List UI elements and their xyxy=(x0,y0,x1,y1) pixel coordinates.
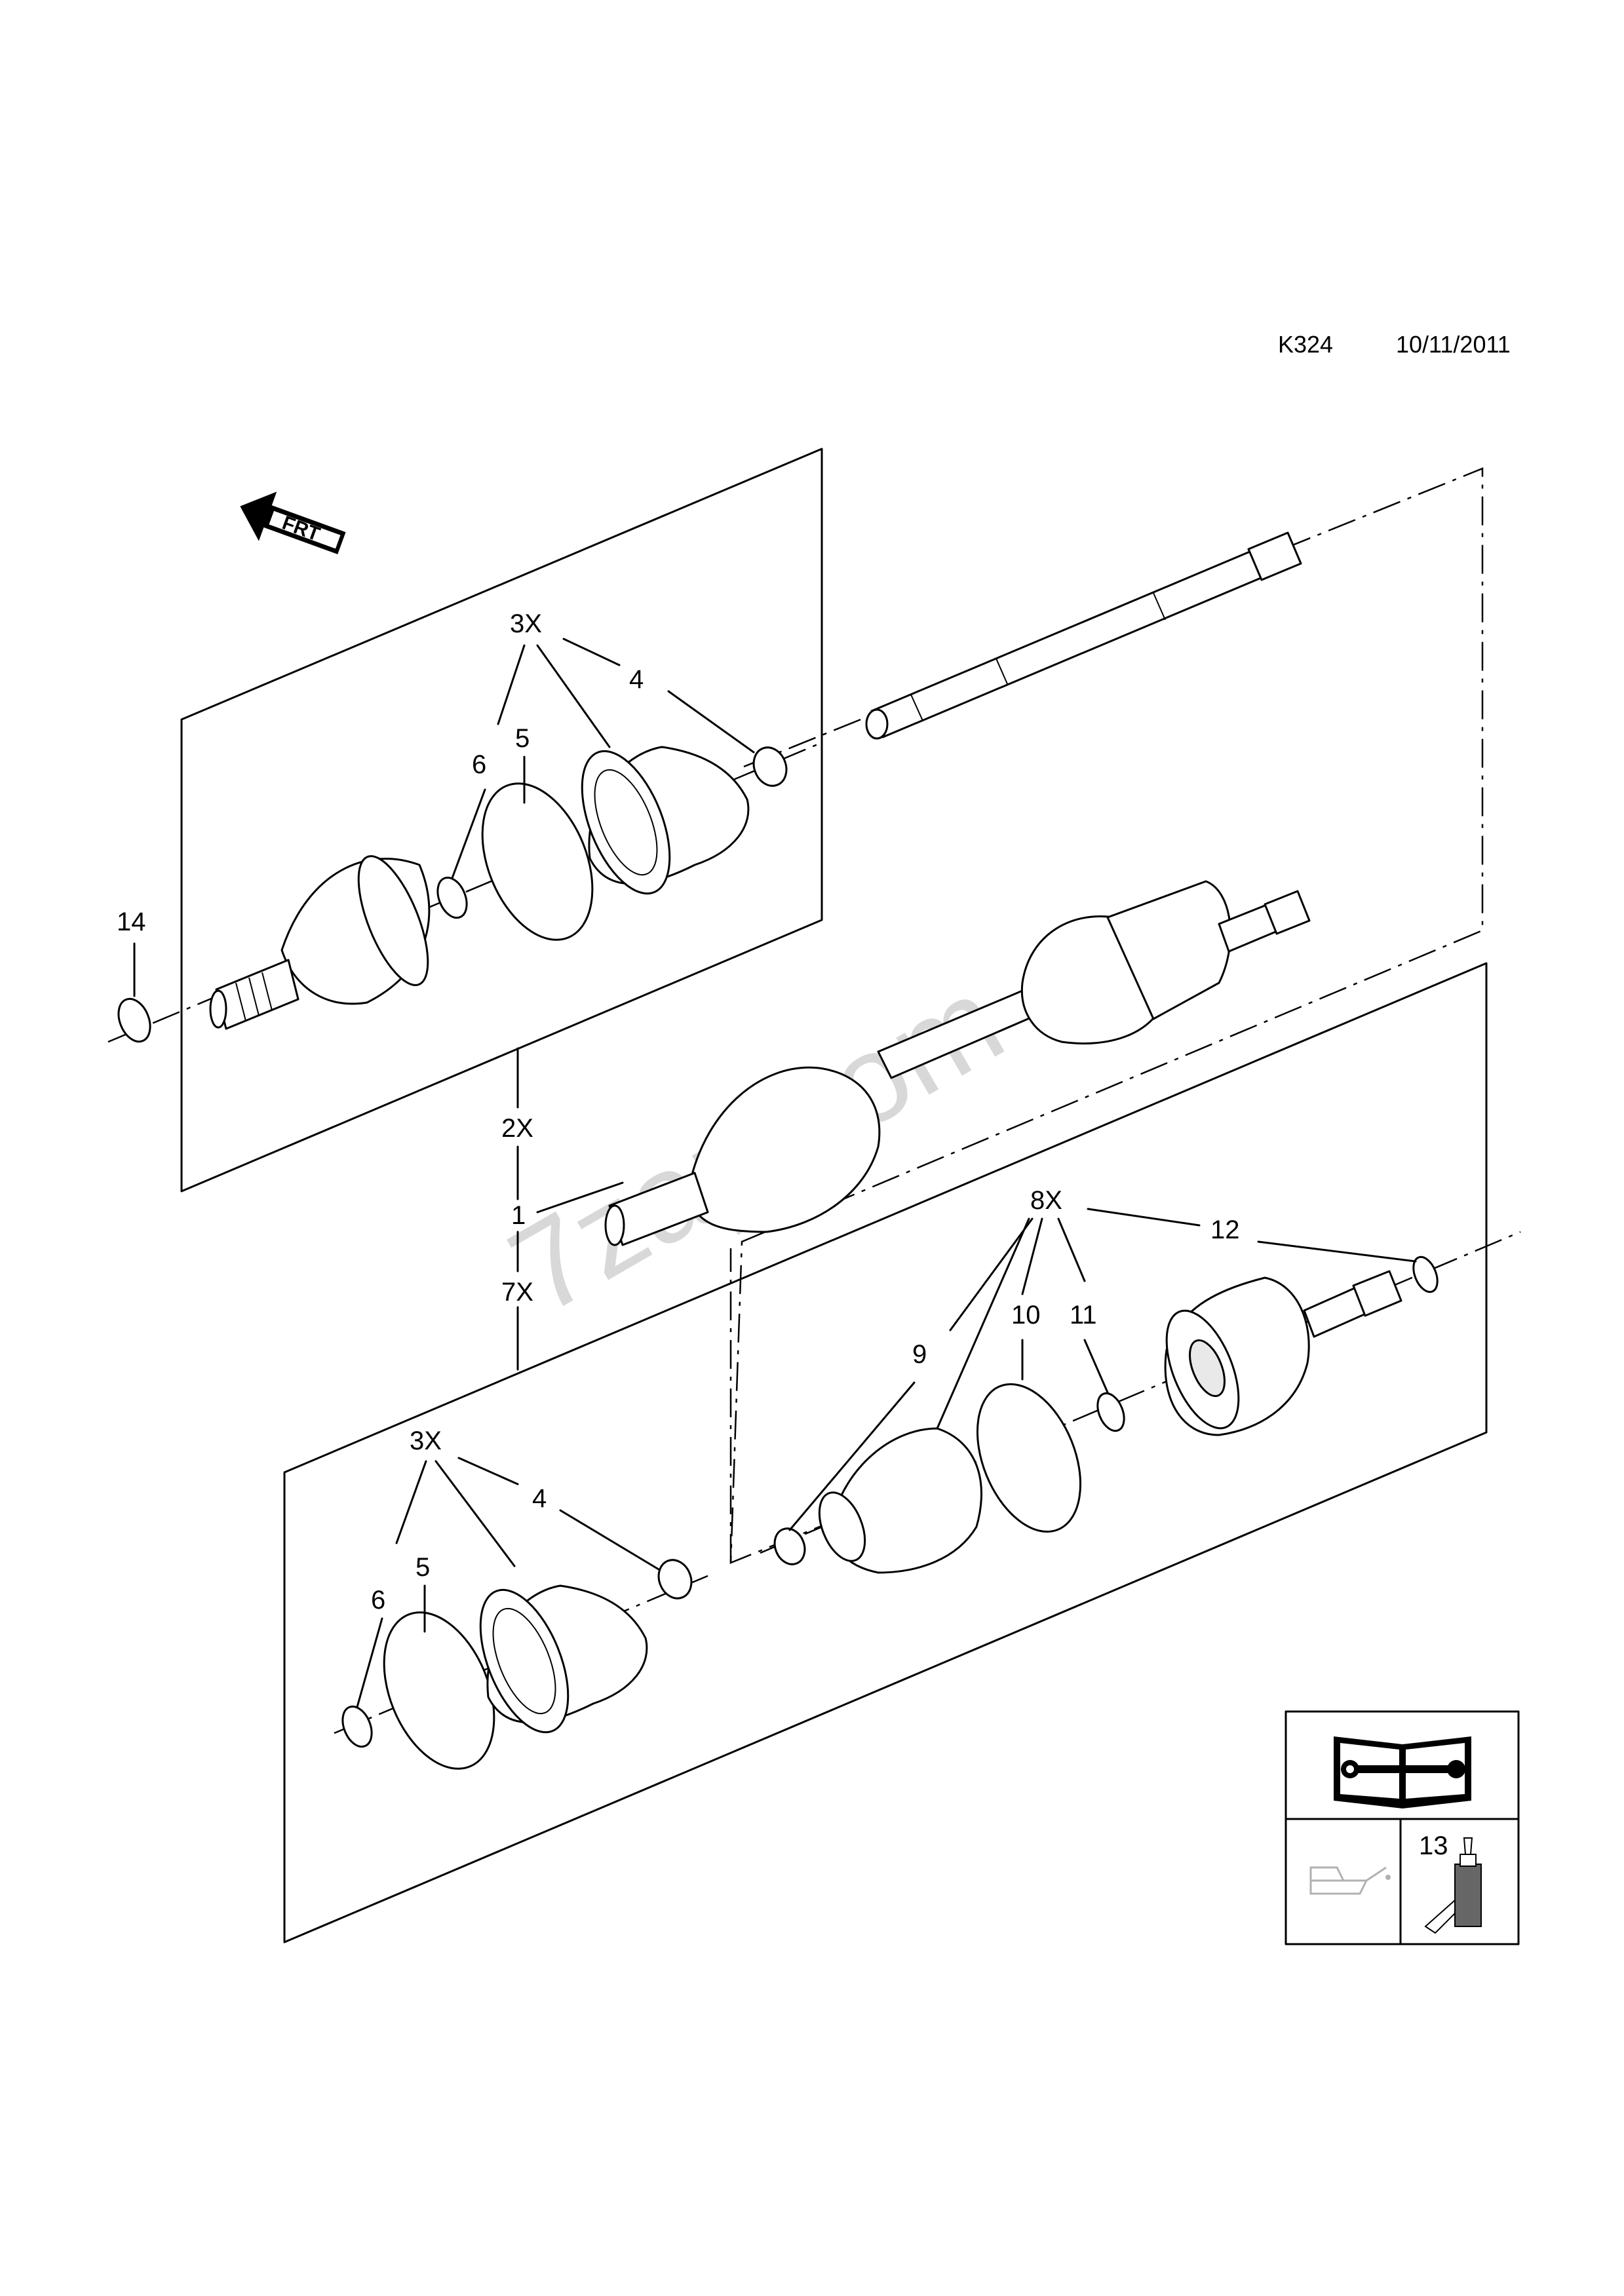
diagram-code: K324 xyxy=(1278,331,1333,358)
callout-3x-lower: 3X xyxy=(410,1426,442,1455)
clamp-5-lower xyxy=(383,1611,495,1770)
band-9 xyxy=(773,1527,806,1565)
callout-6-lower: 6 xyxy=(371,1586,385,1615)
diagram-date: 10/11/2011 xyxy=(1396,331,1511,358)
circlip-6-upper xyxy=(436,876,468,919)
callout-2x: 2X xyxy=(501,1114,533,1143)
lower-kit-panel xyxy=(283,962,1488,1943)
snap-ring-14 xyxy=(117,997,151,1043)
band-3x-lower xyxy=(657,1559,693,1599)
callout-7x: 7X xyxy=(501,1278,533,1307)
outer-cv-joint xyxy=(209,855,431,1030)
shaft-region-outline xyxy=(729,467,1484,1564)
callout-11: 11 xyxy=(1070,1301,1097,1330)
drive-shaft-assembly xyxy=(604,880,1311,1246)
callout-6-upper: 6 xyxy=(472,750,486,779)
callout-5-upper: 5 xyxy=(515,724,530,753)
snap-ring-12 xyxy=(1412,1255,1439,1293)
callout-9: 9 xyxy=(912,1340,927,1369)
inner-cv-joint xyxy=(1164,1270,1402,1436)
band-3x-upper xyxy=(752,746,788,787)
clamp-10 xyxy=(976,1383,1082,1533)
circlip-6-lower xyxy=(341,1705,373,1748)
callout-4-lower: 4 xyxy=(532,1484,547,1513)
callout-12: 12 xyxy=(1210,1215,1240,1244)
repair-manual-icon xyxy=(1334,1736,1471,1808)
callout-5-lower: 5 xyxy=(416,1553,430,1582)
boot-8x-inner xyxy=(818,1427,982,1574)
callout-14: 14 xyxy=(117,908,146,936)
callout-8x: 8X xyxy=(1030,1186,1062,1215)
clamp-5-upper xyxy=(481,782,594,941)
oil-can-icon xyxy=(1309,1866,1391,1895)
callout-10: 10 xyxy=(1011,1301,1041,1330)
callout-1: 1 xyxy=(511,1201,526,1230)
circlip-11 xyxy=(1096,1392,1125,1432)
boot-4-lower xyxy=(479,1584,648,1734)
callout-3x-upper: 3X xyxy=(510,609,542,638)
callout-4-upper: 4 xyxy=(629,665,644,694)
upper-kit-panel xyxy=(180,448,823,1193)
intermediate-shaft xyxy=(865,531,1302,740)
lubricant-tube-icon xyxy=(1424,1837,1482,1934)
legend-item-13: 13 xyxy=(1419,1831,1448,1860)
boot-4-upper xyxy=(581,746,750,895)
front-arrow-icon: FRT xyxy=(240,491,346,554)
legend-box: 13 xyxy=(1285,1710,1520,1945)
